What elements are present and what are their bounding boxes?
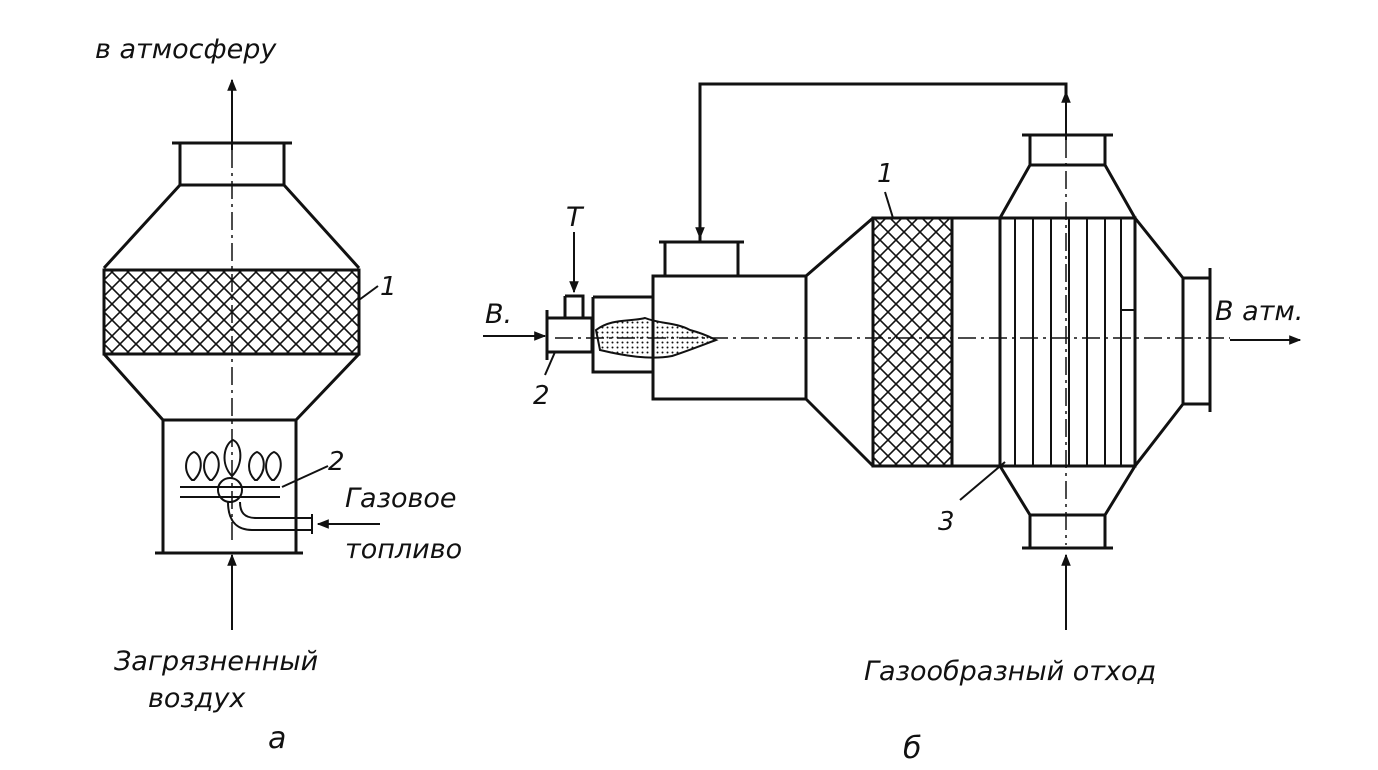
combustion-chamber-b — [651, 274, 808, 401]
burner-bar-a — [180, 486, 280, 498]
label-to-atmosphere: в атмосферу — [95, 34, 277, 65]
flame-icon — [203, 450, 220, 481]
catalyst-bed-b — [871, 216, 954, 468]
burner-hub-a — [217, 477, 243, 503]
caption-a: а — [268, 721, 286, 756]
callout-leader-1-a — [358, 285, 379, 301]
label-T: Т — [566, 202, 585, 233]
callout-leader-3-b — [959, 461, 1006, 501]
catalyst-bed-a — [102, 268, 361, 356]
heat-exchanger-b — [998, 216, 1137, 468]
recirculation-inlet-neck — [659, 240, 744, 276]
label-inlet-b: В. — [485, 299, 512, 330]
flame-icon — [248, 450, 265, 481]
callout-leader-1-b — [884, 191, 894, 219]
expansion-cone-b — [804, 216, 875, 468]
upper-cone-a — [102, 183, 361, 270]
burner-housing-b — [591, 295, 653, 374]
label-fuel-line1: Газовое — [345, 483, 457, 514]
lower-cone-a — [102, 352, 361, 422]
burner-a — [180, 438, 380, 534]
callout-1-a: 1 — [380, 272, 397, 302]
flame-icon — [594, 316, 719, 359]
outlet-neck-b — [1181, 268, 1212, 412]
heat-exchanger-tubes — [1014, 218, 1122, 466]
flame-icon — [185, 450, 202, 481]
label-polluted-air-line1: Загрязненный — [114, 646, 318, 677]
top-neck-a — [172, 141, 292, 187]
fuel-nozzle-b — [563, 294, 585, 318]
flame-icon — [265, 450, 282, 481]
lower-cone-b — [998, 465, 1137, 516]
fuel-pipe-a — [227, 501, 312, 531]
callout-2-a: 2 — [328, 447, 345, 477]
recirculation-pipe — [698, 82, 1068, 243]
callout-3-b: 3 — [938, 507, 955, 537]
callout-2-b: 2 — [533, 381, 550, 411]
mixing-section-b — [952, 216, 1000, 468]
callout-1-b: 1 — [877, 159, 894, 189]
flame-icon — [223, 438, 242, 478]
callout-leader-2-b — [544, 351, 556, 376]
label-polluted-air-line2: воздух — [148, 683, 246, 714]
label-waste-gas: Газообразный отход — [864, 656, 1156, 687]
callout-leader-2-a — [281, 465, 329, 488]
combustion-chamber-a — [155, 418, 303, 555]
label-outlet-b: В атм. — [1215, 296, 1303, 327]
upper-cone-b — [998, 164, 1137, 219]
bottom-neck-b — [1022, 513, 1113, 550]
diagram-a: в атмосферу 1 2 Газовое топливо Загрязне… — [95, 34, 462, 756]
right-cone-b — [1133, 217, 1185, 467]
diagram-b: Т В. В атм. 1 2 3 Газообразный отход б — [483, 82, 1303, 766]
top-neck-b — [1022, 133, 1113, 167]
label-fuel-line2: топливо — [345, 534, 462, 565]
caption-b: б — [903, 731, 922, 766]
